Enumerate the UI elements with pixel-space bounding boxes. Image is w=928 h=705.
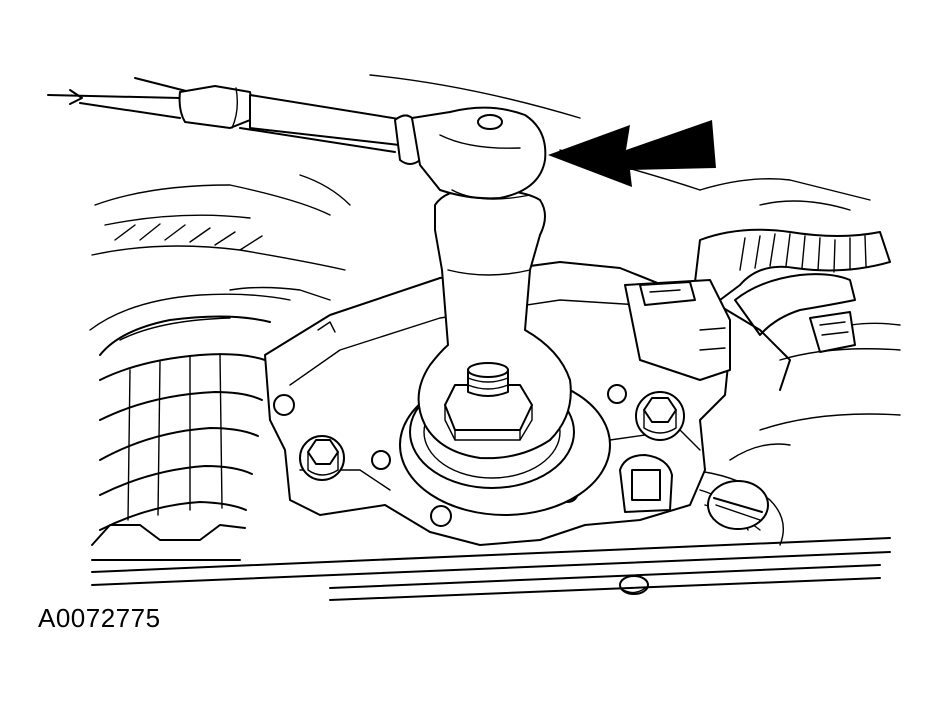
pan-plug — [707, 480, 769, 530]
background-linework — [89, 74, 901, 546]
callout-arrow — [548, 120, 716, 187]
cable-end-socket — [394, 106, 547, 200]
adjuster-slot — [619, 454, 673, 513]
lever-nut — [444, 362, 533, 441]
mount-bolt-left — [299, 435, 345, 481]
shift-cable — [47, 77, 409, 153]
transmission-case-left — [91, 315, 271, 561]
figure-id-label: A0072775 — [38, 603, 161, 633]
transmission-pan — [91, 537, 891, 601]
wiring-harness — [694, 228, 891, 391]
mount-bolt-right — [635, 391, 685, 441]
